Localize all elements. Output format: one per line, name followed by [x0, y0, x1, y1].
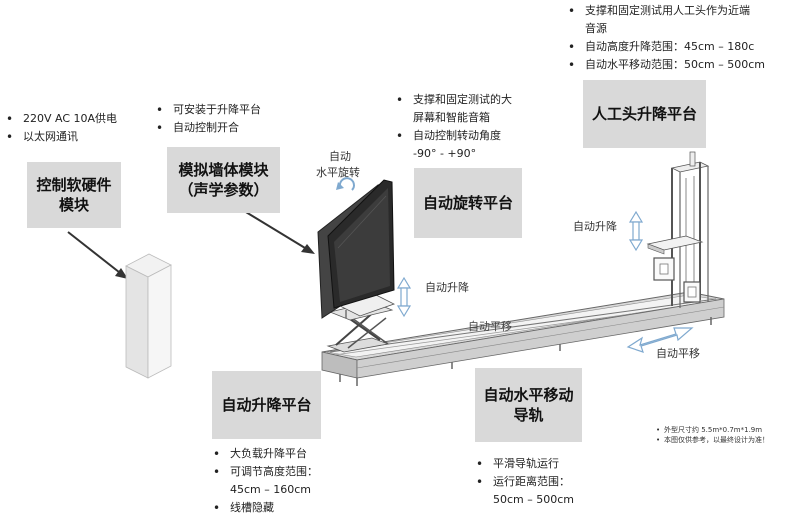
list-item: 自动控制开合 — [153, 119, 261, 137]
note-item: 外型尺寸约 5.5m*0.7m*1.9m — [655, 425, 769, 435]
list-item: 自动高度升降范围：45cm – 180c — [565, 38, 765, 56]
rotate-annotation-line1: 自动 — [329, 150, 351, 163]
list-item: 自动水平移动范围：50cm – 500cm — [565, 56, 765, 74]
list-item: 以太网通讯 — [3, 128, 117, 146]
move-arrow-icon — [626, 327, 694, 353]
list-item-cont: 音源 — [585, 22, 607, 35]
lift-arrow-head-icon — [628, 210, 644, 252]
note-item: 本图仅供参考，以最终设计为准！ — [655, 435, 769, 445]
wall-module-box: 模拟墙体模块 （声学参数） — [167, 147, 280, 213]
control-cabinet — [125, 253, 172, 379]
lift-annotation-head: 自动升降 — [573, 220, 617, 233]
lift-annotation-screen: 自动升降 — [425, 281, 469, 294]
list-item: 自动控制转动角度 — [393, 127, 512, 145]
control-module-label: 控制软硬件 模块 — [36, 176, 112, 214]
rail-label: 自动水平移动 导轨 — [483, 386, 574, 424]
screen-and-rotator — [317, 179, 396, 319]
move-annotation-rail: 自动平移 — [656, 347, 700, 360]
wall-module-title: 模拟墙体模块 — [178, 161, 269, 179]
dimension-notes: 外型尺寸约 5.5m*0.7m*1.9m 本图仅供参考，以最终设计为准！ — [655, 425, 769, 445]
list-item-cont: 50cm – 500cm — [493, 493, 575, 506]
list-item: 可安装于升降平台 — [153, 101, 261, 119]
list-item: 运行距离范围： — [473, 473, 574, 491]
head-bullets: 支撑和固定测试用人工头作为近端 音源 自动高度升降范围：45cm – 180c … — [565, 2, 765, 74]
lift-platform-box: 自动升降平台 — [212, 371, 321, 439]
wall-module-subtitle: （声学参数） — [178, 181, 269, 199]
control-bullets: 220V AC 10A供电 以太网通讯 — [3, 110, 117, 146]
rotate-platform-label: 自动旋转平台 — [422, 194, 513, 212]
rail-bullets: 平滑导轨运行 运行距离范围： 50cm – 500cm — [473, 455, 574, 509]
list-item: 大负载升降平台 — [210, 445, 318, 463]
lift-bullets: 大负载升降平台 可调节高度范围： 45cm – 160cm 线槽隐藏 — [210, 445, 318, 517]
list-item: 支撑和固定测试用人工头作为近端 — [565, 2, 765, 20]
move-annotation-mid: 自动平移 — [468, 320, 512, 333]
pointer-arrow-wall — [235, 205, 315, 254]
list-item: 线槽隐藏 — [210, 499, 318, 517]
rail-frame — [321, 291, 725, 386]
lift-platform-label: 自动升降平台 — [221, 396, 312, 414]
rail-box: 自动水平移动 导轨 — [475, 368, 582, 442]
wall-bullets: 可安装于升降平台 自动控制开合 — [153, 101, 261, 137]
rotate-platform-box: 自动旋转平台 — [414, 168, 522, 238]
control-module-box: 控制软硬件 模块 — [27, 162, 121, 228]
head-lift-tower — [646, 151, 710, 308]
rotate-annotation-line2: 水平旋转 — [316, 166, 360, 179]
list-item: 支撑和固定测试的大 — [393, 91, 512, 109]
list-item: 可调节高度范围： — [210, 463, 318, 481]
rotate-arrow-icon — [336, 177, 355, 191]
list-item: 平滑导轨运行 — [473, 455, 574, 473]
pointer-arrow-control — [67, 231, 128, 279]
head-lift-box: 人工头升降平台 — [583, 80, 706, 148]
list-item-cont: -90° - +90° — [413, 147, 477, 160]
head-lift-label: 人工头升降平台 — [591, 105, 697, 123]
list-item: 220V AC 10A供电 — [3, 110, 117, 128]
list-item-cont: 45cm – 160cm — [230, 483, 312, 496]
list-item-cont: 屏幕和智能音箱 — [413, 111, 490, 124]
lift-arrow-screen-icon — [396, 276, 412, 318]
rotate-bullets: 支撑和固定测试的大 屏幕和智能音箱 自动控制转动角度 -90° - +90° — [393, 91, 512, 163]
